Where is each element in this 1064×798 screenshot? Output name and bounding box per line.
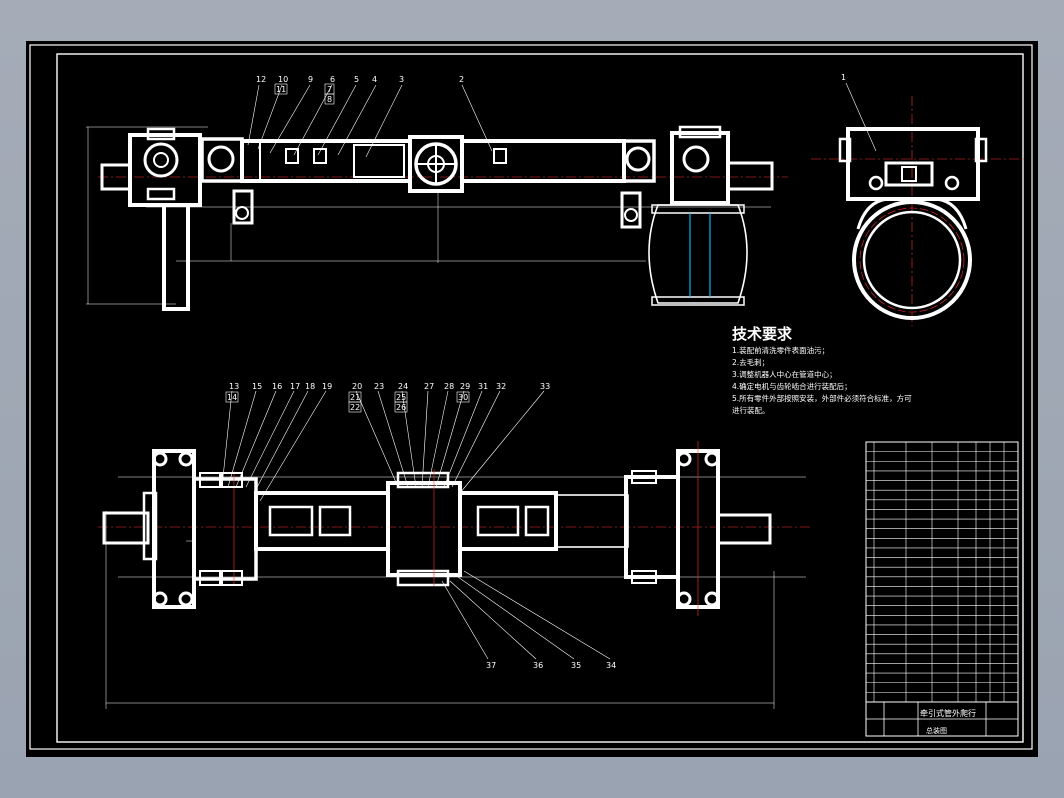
part-number: 24 <box>398 382 408 391</box>
part-number: 8 <box>327 95 332 104</box>
technical-requirements: 技术要求 1.装配前清洗零件表面油污； 2.去毛刺； 3.调整机器人中心在管道中… <box>732 325 912 415</box>
part-number: 15 <box>252 382 262 391</box>
part-number: 12 <box>256 75 266 84</box>
part-number: 1 <box>841 73 846 82</box>
part-number: 20 <box>352 382 362 391</box>
inner-border <box>56 53 1024 743</box>
tech-requirement-line: 3.调整机器人中心在管道中心； <box>732 369 837 379</box>
part-number: 36 <box>533 661 543 670</box>
part-number: 31 <box>478 382 488 391</box>
part-number: 9 <box>308 75 313 84</box>
side-view <box>811 82 1024 326</box>
top-view-part-numbers: 12 10 9 6 5 4 3 2 7 8 11 <box>256 75 464 105</box>
assembly-drawing: 12 10 9 6 5 4 3 2 7 8 11 1 技术要求 1.装配前清洗零 <box>29 44 1033 750</box>
front-view-part-numbers: 13 15 16 17 18 19 20 23 24 27 28 29 31 3… <box>225 382 616 670</box>
part-number: 35 <box>571 661 581 670</box>
part-number: 30 <box>458 393 468 402</box>
part-number: 22 <box>350 403 360 412</box>
part-number: 10 <box>278 75 288 84</box>
title-block-subtitle: 总装图 <box>926 726 947 735</box>
tech-requirement-line: 进行装配。 <box>732 405 770 415</box>
part-number: 26 <box>396 403 406 412</box>
part-number: 14 <box>227 393 237 402</box>
top-view <box>86 84 788 311</box>
title-block <box>865 701 1019 737</box>
part-number: 7 <box>327 85 332 94</box>
part-number: 19 <box>322 382 332 391</box>
part-number: 28 <box>444 382 454 391</box>
part-number: 29 <box>460 382 470 391</box>
part-number: 13 <box>229 382 239 391</box>
title-block-name: 牵引式管外爬行 <box>920 708 976 718</box>
part-number: 6 <box>330 75 335 84</box>
parts-list <box>865 441 1019 737</box>
part-number: 4 <box>372 75 377 84</box>
part-number: 33 <box>540 382 550 391</box>
part-number: 25 <box>396 393 406 402</box>
part-number: 32 <box>496 382 506 391</box>
part-number: 23 <box>374 382 384 391</box>
part-number: 18 <box>305 382 315 391</box>
tech-requirements-title: 技术要求 <box>732 325 793 343</box>
outer-border <box>29 44 1033 750</box>
part-number: 3 <box>399 75 404 84</box>
part-number: 27 <box>424 382 434 391</box>
tech-requirement-line: 4.确定电机与齿轮啮合进行装配后； <box>732 381 852 391</box>
tech-requirement-line: 2.去毛刺； <box>732 357 769 367</box>
front-view <box>98 390 811 709</box>
part-number: 34 <box>606 661 616 670</box>
part-number: 17 <box>290 382 300 391</box>
drawing-viewport: 12 10 9 6 5 4 3 2 7 8 11 1 技术要求 1.装配前清洗零 <box>26 41 1038 757</box>
tech-requirement-line: 1.装配前清洗零件表面油污； <box>732 345 829 355</box>
part-number: 2 <box>459 75 464 84</box>
part-number: 11 <box>276 85 286 94</box>
part-number: 5 <box>354 75 359 84</box>
part-number: 21 <box>350 393 360 402</box>
part-number: 37 <box>486 661 496 670</box>
tech-requirement-line: 5.所有零件外部按照安装，外部件必须符合标准，方可 <box>732 393 912 403</box>
part-number: 16 <box>272 382 282 391</box>
